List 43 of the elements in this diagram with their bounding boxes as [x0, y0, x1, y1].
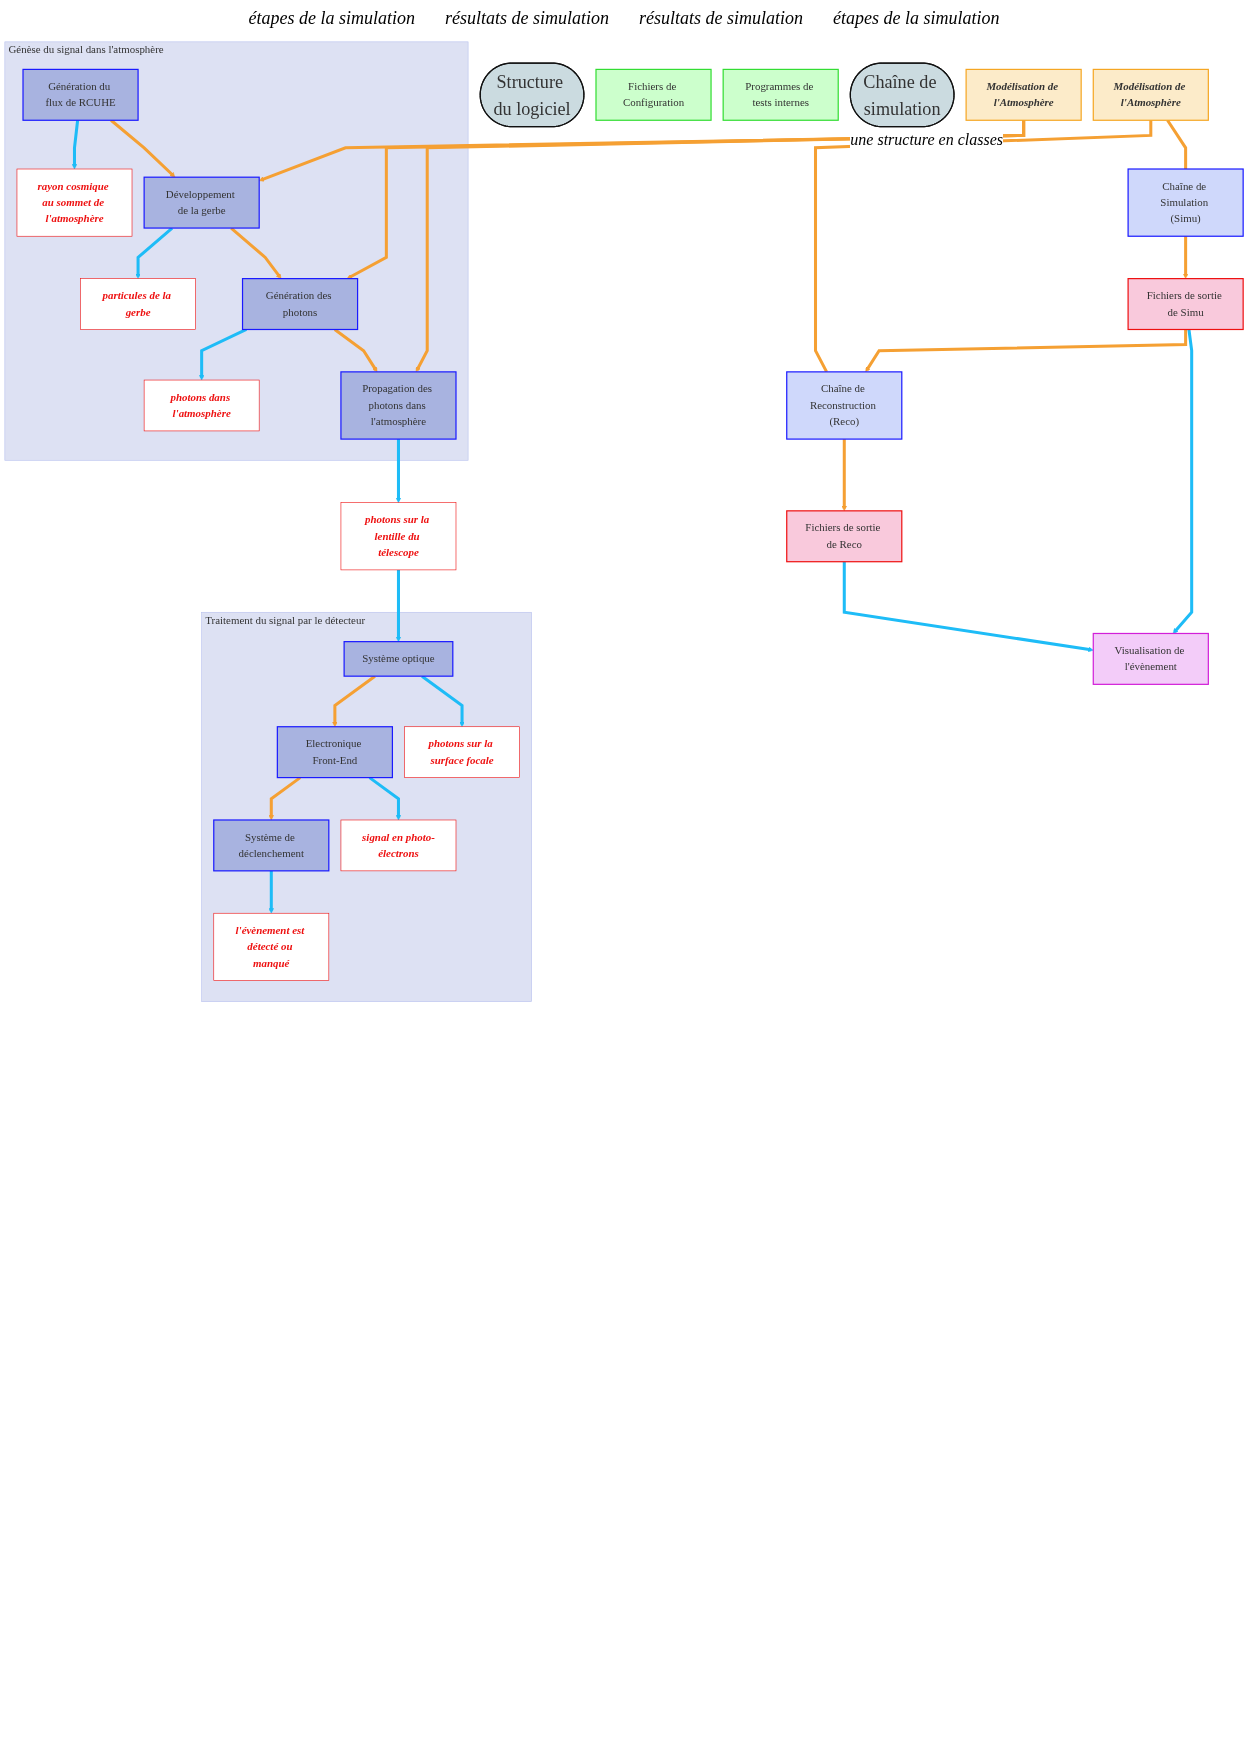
- arrow: [1172, 329, 1194, 634]
- arrow: [333, 328, 378, 373]
- arrow: [1182, 236, 1189, 279]
- node-box: Fichiers de sortie de Reco: [786, 510, 903, 563]
- arrow: [199, 328, 248, 381]
- arrow: [268, 776, 302, 821]
- node-box: rayon cosmique au sommet de l'atmosphère: [16, 168, 133, 237]
- arrow: [842, 561, 1094, 653]
- node-box: Fichiers de sortie de Simu: [1127, 278, 1244, 331]
- node-box: Chaîne de Reconstruction (Reco): [786, 371, 903, 440]
- note-text: résultats de simulation: [445, 8, 609, 29]
- note-text: étapes de la simulation: [248, 8, 415, 29]
- arrow: [841, 439, 847, 512]
- node-box: signal en photo-électrons: [340, 819, 457, 872]
- node-box: Electronique Front-End: [276, 726, 393, 779]
- note-text: résultats de simulation: [639, 8, 803, 29]
- node-box: Fichiers de Configuration: [595, 68, 712, 121]
- arrow: [395, 569, 402, 642]
- node-box: photons sur la surface focale: [404, 726, 520, 778]
- node-box: Chaîne de Simulation (Simu): [1127, 168, 1244, 237]
- node-box: Modélisation de l'Atmosphère: [1092, 68, 1209, 121]
- node-box: particules de la gerbe: [80, 278, 196, 330]
- node-box: Développement de la gerbe: [143, 176, 260, 229]
- caption-text: une structure en classes: [850, 130, 1004, 149]
- arrow: [865, 329, 1188, 373]
- note-text: étapes de la simulation: [833, 8, 1000, 29]
- arrow: [71, 120, 80, 170]
- node-box: l'évènement est détecté ou manqué: [213, 912, 330, 981]
- node-box: Système de déclenchement: [213, 819, 330, 872]
- node-box: Génération des photons: [241, 278, 359, 331]
- node-box: Génération du flux de RCUHE: [22, 68, 139, 121]
- node-box: Système optique: [343, 641, 454, 677]
- node-box: Programmes de tests internes: [722, 68, 839, 121]
- node-box: Propagation des photons dans l'atmosphère: [340, 371, 457, 440]
- connector: [1166, 119, 1188, 169]
- node-box: Visualisation de l'évènement: [1092, 632, 1209, 685]
- arrow: [395, 439, 402, 503]
- node-box: photons dans l'atmosphère: [143, 379, 260, 432]
- node-box: Modélisation de l'Atmosphère: [965, 68, 1082, 121]
- arrow: [268, 870, 274, 914]
- arrow: [368, 776, 402, 821]
- node-box: photons sur la lentille du télescope: [340, 502, 457, 571]
- arrow: [110, 119, 176, 178]
